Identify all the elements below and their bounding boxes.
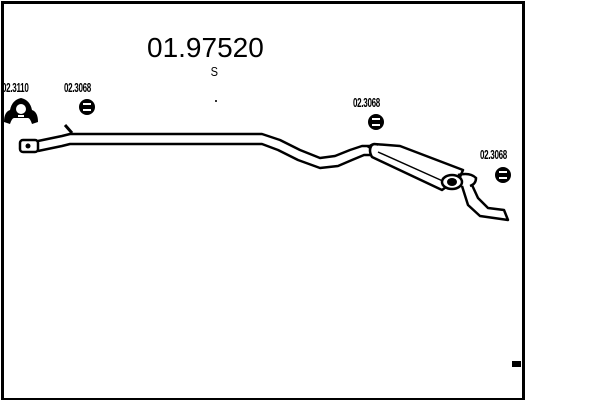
middle-pipe [37,132,372,170]
ref-label-mount-3: 02.3068 [480,147,507,162]
rear-silencer [368,142,478,192]
rubber-mount-icon [79,99,95,115]
hanger-hook [63,124,74,134]
tailpipe [460,184,510,222]
part-suffix: S [210,64,219,79]
marker-dot [215,100,217,102]
ref-label-mount-1: 02.3068 [64,80,91,95]
ref-label-mount-2: 02.3068 [353,95,380,110]
part-number: 01.97520 [147,32,264,63]
diagram-frame [1,1,525,400]
pipe-connector [367,143,379,149]
frame-tick-mark [512,361,521,367]
clamp-bracket-icon [4,98,38,124]
ref-label-clamp: 02.3110 [2,80,29,95]
pipe-inlet-flange [18,138,40,154]
rubber-mount-icon [495,167,511,183]
rubber-mount-icon [368,114,384,130]
